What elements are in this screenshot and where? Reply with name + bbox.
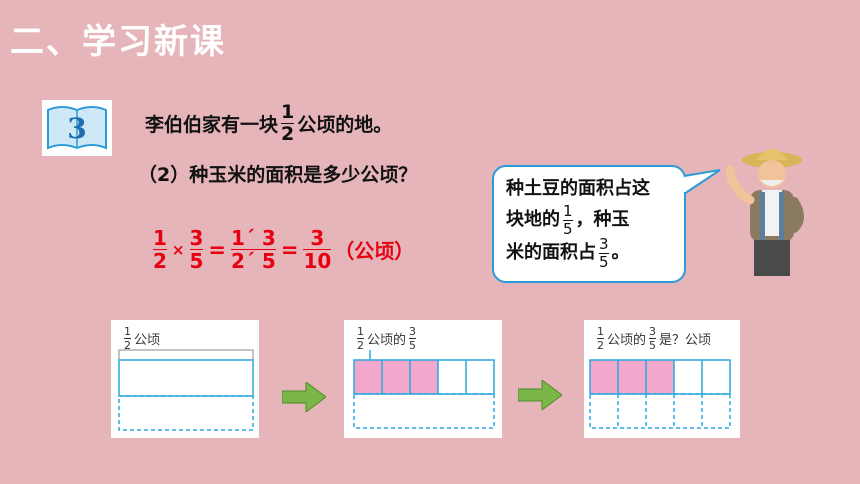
problem-line-1-prefix: 李伯伯家有一块	[145, 114, 279, 136]
section-title: 二、学习新课	[10, 22, 226, 62]
problem-line-1: 李伯伯家有一块 1 2 公顷的地。	[145, 103, 392, 144]
calc-f2-num: 3	[189, 226, 204, 250]
panel-3-frac2-den: 5	[649, 339, 657, 352]
bubble-f1-num: 1	[563, 201, 573, 220]
farmer-illustration	[725, 149, 804, 276]
panel-2-frac-num: 1	[357, 325, 364, 338]
example-number: 3	[67, 112, 86, 145]
bubble-line-2-suffix: ，种玉	[575, 208, 630, 230]
bubble-line-3-suffix: 。	[611, 241, 630, 263]
panel-3-text: 公顷的	[607, 333, 647, 348]
panel-2-text: 公顷的	[367, 333, 407, 348]
equals-sign-1: =	[208, 237, 227, 262]
speech-bubble-tail	[684, 169, 721, 196]
fraction-numerator: 1	[281, 101, 295, 123]
calc-f4-num: 3	[310, 226, 325, 250]
panel-3-grid	[589, 359, 731, 429]
panel-3-suffix: 是？公顷	[659, 333, 712, 348]
bubble-f1-den: 5	[563, 219, 573, 238]
half-hectare-fraction: 1 2	[281, 101, 295, 145]
problem-line-2: （2）种玉米的面积是多少公顷？	[138, 164, 418, 186]
bubble-line-1: 种土豆的面积占这	[506, 178, 650, 199]
unit-label: （公顷）	[334, 239, 415, 263]
panel-2-frac-den: 2	[357, 339, 364, 352]
bubble-line-2-prefix: 块地的	[506, 208, 560, 230]
panel-3-frac-num: 1	[597, 325, 604, 338]
bubble-f2-num: 3	[599, 234, 609, 253]
panel-2-grid	[353, 350, 495, 429]
bubble-f2-den: 5	[599, 252, 609, 271]
calc-f3-num: 1´ 3	[231, 226, 276, 250]
equals-sign-2: =	[280, 237, 299, 262]
fraction-denominator: 2	[281, 123, 295, 145]
example-book-icon: 3	[42, 100, 112, 156]
calc-f3-den: 2´ 5	[231, 249, 276, 273]
arrow-right-icon	[518, 380, 562, 410]
times-sign: ×	[171, 240, 185, 259]
problem-line-1-suffix: 公顷的地。	[297, 114, 393, 136]
panel-1-frac-den: 2	[124, 339, 131, 352]
panel-2-frac2-num: 3	[409, 325, 417, 338]
calc-f1-num: 1	[153, 226, 167, 250]
panel-3-frac-den: 2	[597, 339, 604, 352]
calc-f2-den: 5	[189, 249, 204, 273]
panel-2-frac2-den: 5	[409, 339, 417, 352]
panel-3-frac2-num: 3	[649, 325, 657, 338]
calc-f4-den: 10	[303, 249, 332, 273]
arrow-right-icon	[282, 382, 326, 412]
panel-1-grid	[118, 349, 254, 431]
panel-1-text: 公顷	[134, 333, 161, 348]
panel-1-frac-num: 1	[124, 325, 131, 338]
bubble-line-3-prefix: 米的面积占	[506, 241, 596, 263]
calc-f1-den: 2	[153, 249, 167, 273]
